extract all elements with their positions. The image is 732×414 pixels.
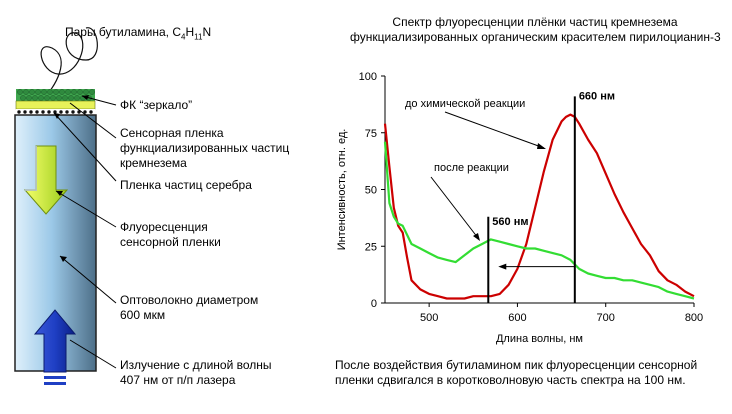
x-tick-label: 600 [508,312,526,324]
sensor-film-line: функциализированных частиц [120,141,290,155]
chart-title-line: Спектр флуоресценции плёнки частиц кремн… [392,15,678,29]
series-before-reaction-line [383,113,695,300]
shift-arrow-head [498,263,507,270]
series-after-reaction-line [383,141,695,300]
x-tick-label: 500 [420,312,438,324]
vapor-sub2: 11 [194,32,203,42]
before-reaction-pointer-head [537,143,546,149]
y-tick-label: 0 [371,298,377,310]
laser-arrow [33,309,77,373]
fiber-line: 600 мкм [120,308,166,322]
y-tick-label: 25 [365,241,377,253]
after-reaction-pointer-head [473,233,480,241]
vapor-mid: H [185,25,195,39]
laser-label: Излучение с длиной волны 407 нм от п/п л… [120,358,272,388]
laser-line: 407 нм от п/п лазера [120,373,236,387]
y-tick-label: 75 [365,128,377,140]
y-axis-label: Интенсивность, отн. ед. [336,129,348,251]
fluorescence-line: Флуоресценция [120,220,208,234]
annotation-after-reaction: после реакции [434,162,509,174]
y-tick-label: 100 [359,71,377,83]
silver-film-label: Пленка частиц серебра [120,178,252,192]
peak-label-660: 660 нм [579,91,615,103]
leader-lines [53,95,117,369]
vapor-wave [40,27,98,101]
laser-stripe-2 [44,382,66,385]
x-tick-label: 800 [685,312,703,324]
sensor-film-line: кремнезема [120,156,187,170]
vapor-suffix: N [202,25,212,39]
mirror-beads [17,89,95,101]
fluorescence-line: сенсорной пленки [120,235,221,249]
chart-title-line: функциализированных органическим красите… [350,30,721,44]
after-reaction-pointer [430,176,479,239]
before-reaction-pointer [444,111,545,149]
silver-particles [17,110,93,114]
chart-caption-line: После воздействия бутиламином пик флуоре… [335,358,698,372]
annotation-before-reaction: до химической реакции [405,98,525,110]
sensor-film-line: Сенсорная пленка [120,126,224,140]
vapor-sub1: 4 [181,32,186,42]
chart-caption-line: пленки сдвигался в коротковолновую часть… [335,373,686,387]
fluorescence-arrow-shadow [25,146,37,191]
chart-title: Спектр флуоресценции плёнки частиц кремн… [350,15,721,45]
x-tick-label: 700 [597,312,615,324]
sensor-film-label: Сенсорная пленка функциализированных час… [120,126,289,171]
y-tick-label: 50 [365,185,377,197]
vapor-label-prefix: Пары бутиламина, C [65,25,182,39]
fiber-line: Оптоволокно диаметром [120,293,259,307]
peak-label-560: 560 нм [492,216,528,228]
chart-caption: После воздействия бутиламином пик флуоре… [335,358,697,388]
fluorescence-label: Флуоресценция сенсорной пленки [120,220,221,250]
fiber-label: Оптоволокно диаметром 600 мкм [120,293,258,323]
vapor-label: Пары бутиламина, C4H11N [65,25,211,44]
x-axis-label: Длина волны, нм [496,333,583,345]
leader-arrowheads [54,95,89,262]
laser-line: Излучение с длиной волны [120,358,272,372]
fiber-sensor-schematic [14,27,117,385]
mirror-label: ФК “зеркало” [120,98,193,112]
laser-stripe-1 [44,376,66,379]
